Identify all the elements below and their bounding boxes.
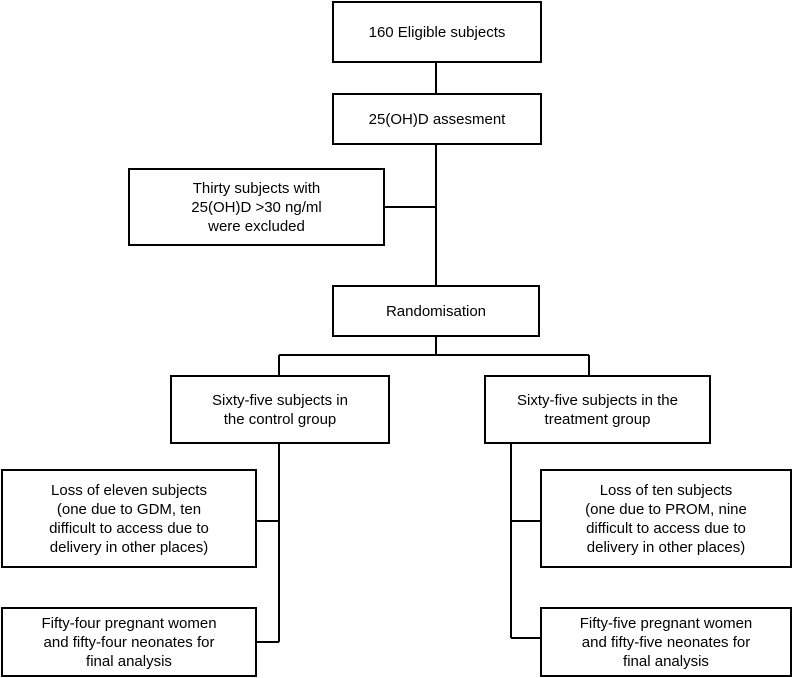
eligible-subjects-box: 160 Eligible subjects <box>332 1 542 63</box>
control-group-box: Sixty-five subjects in the control group <box>170 375 390 444</box>
treatment-loss-text-line-1: Loss of ten subjects <box>599 481 733 499</box>
control-loss-text-line-3: difficult to access due to <box>49 519 209 537</box>
control-group-text-line-1: Sixty-five subjects in <box>212 391 348 409</box>
treatment-final-text-line-3: final analysis <box>623 652 709 670</box>
randomisation-box: Randomisation <box>332 285 540 337</box>
control-final-box: Fifty-four pregnant women and fifty-four… <box>1 607 257 677</box>
control-loss-text-line-2: (one due to GDM, ten <box>56 500 202 518</box>
treatment-loss-text-line-4: delivery in other places) <box>586 538 746 556</box>
treatment-group-text-line-2: treatment group <box>544 410 651 428</box>
treatment-final-text-line-2: and fifty-five neonates for <box>581 633 751 651</box>
treatment-loss-text-line-3: difficult to access due to <box>586 519 746 537</box>
control-final-text-line-2: and fifty-four neonates for <box>43 633 215 651</box>
control-loss-box: Loss of eleven subjects (one due to GDM,… <box>1 469 257 568</box>
eligible-subjects-text: 160 Eligible subjects <box>368 23 506 41</box>
randomisation-text: Randomisation <box>385 302 487 320</box>
excluded-text-line-1: Thirty subjects with <box>192 179 321 197</box>
treatment-group-text-line-1: Sixty-five subjects in the <box>517 391 678 409</box>
control-loss-text-line-4: delivery in other places) <box>49 538 209 556</box>
treatment-loss-box: Loss of ten subjects (one due to PROM, n… <box>540 469 792 568</box>
excluded-text-line-3: were excluded <box>208 217 305 235</box>
control-final-text-line-3: final analysis <box>86 652 172 670</box>
assessment-box: 25(OH)D assesment <box>332 93 542 145</box>
assessment-text: 25(OH)D assesment <box>368 110 506 128</box>
treatment-final-text-line-1: Fifty-five pregnant women <box>579 614 753 632</box>
excluded-text-line-2: 25(OH)D >30 ng/ml <box>191 198 322 216</box>
treatment-final-box: Fifty-five pregnant women and fifty-five… <box>540 607 792 677</box>
treatment-group-box: Sixty-five subjects in the treatment gro… <box>484 375 711 444</box>
control-group-text-line-2: the control group <box>223 410 337 428</box>
excluded-box: Thirty subjects with 25(OH)D >30 ng/ml w… <box>128 168 385 246</box>
treatment-loss-text-line-2: (one due to PROM, nine <box>585 500 747 518</box>
control-loss-text-line-1: Loss of eleven subjects <box>51 481 207 499</box>
control-final-text-line-1: Fifty-four pregnant women <box>41 614 217 632</box>
